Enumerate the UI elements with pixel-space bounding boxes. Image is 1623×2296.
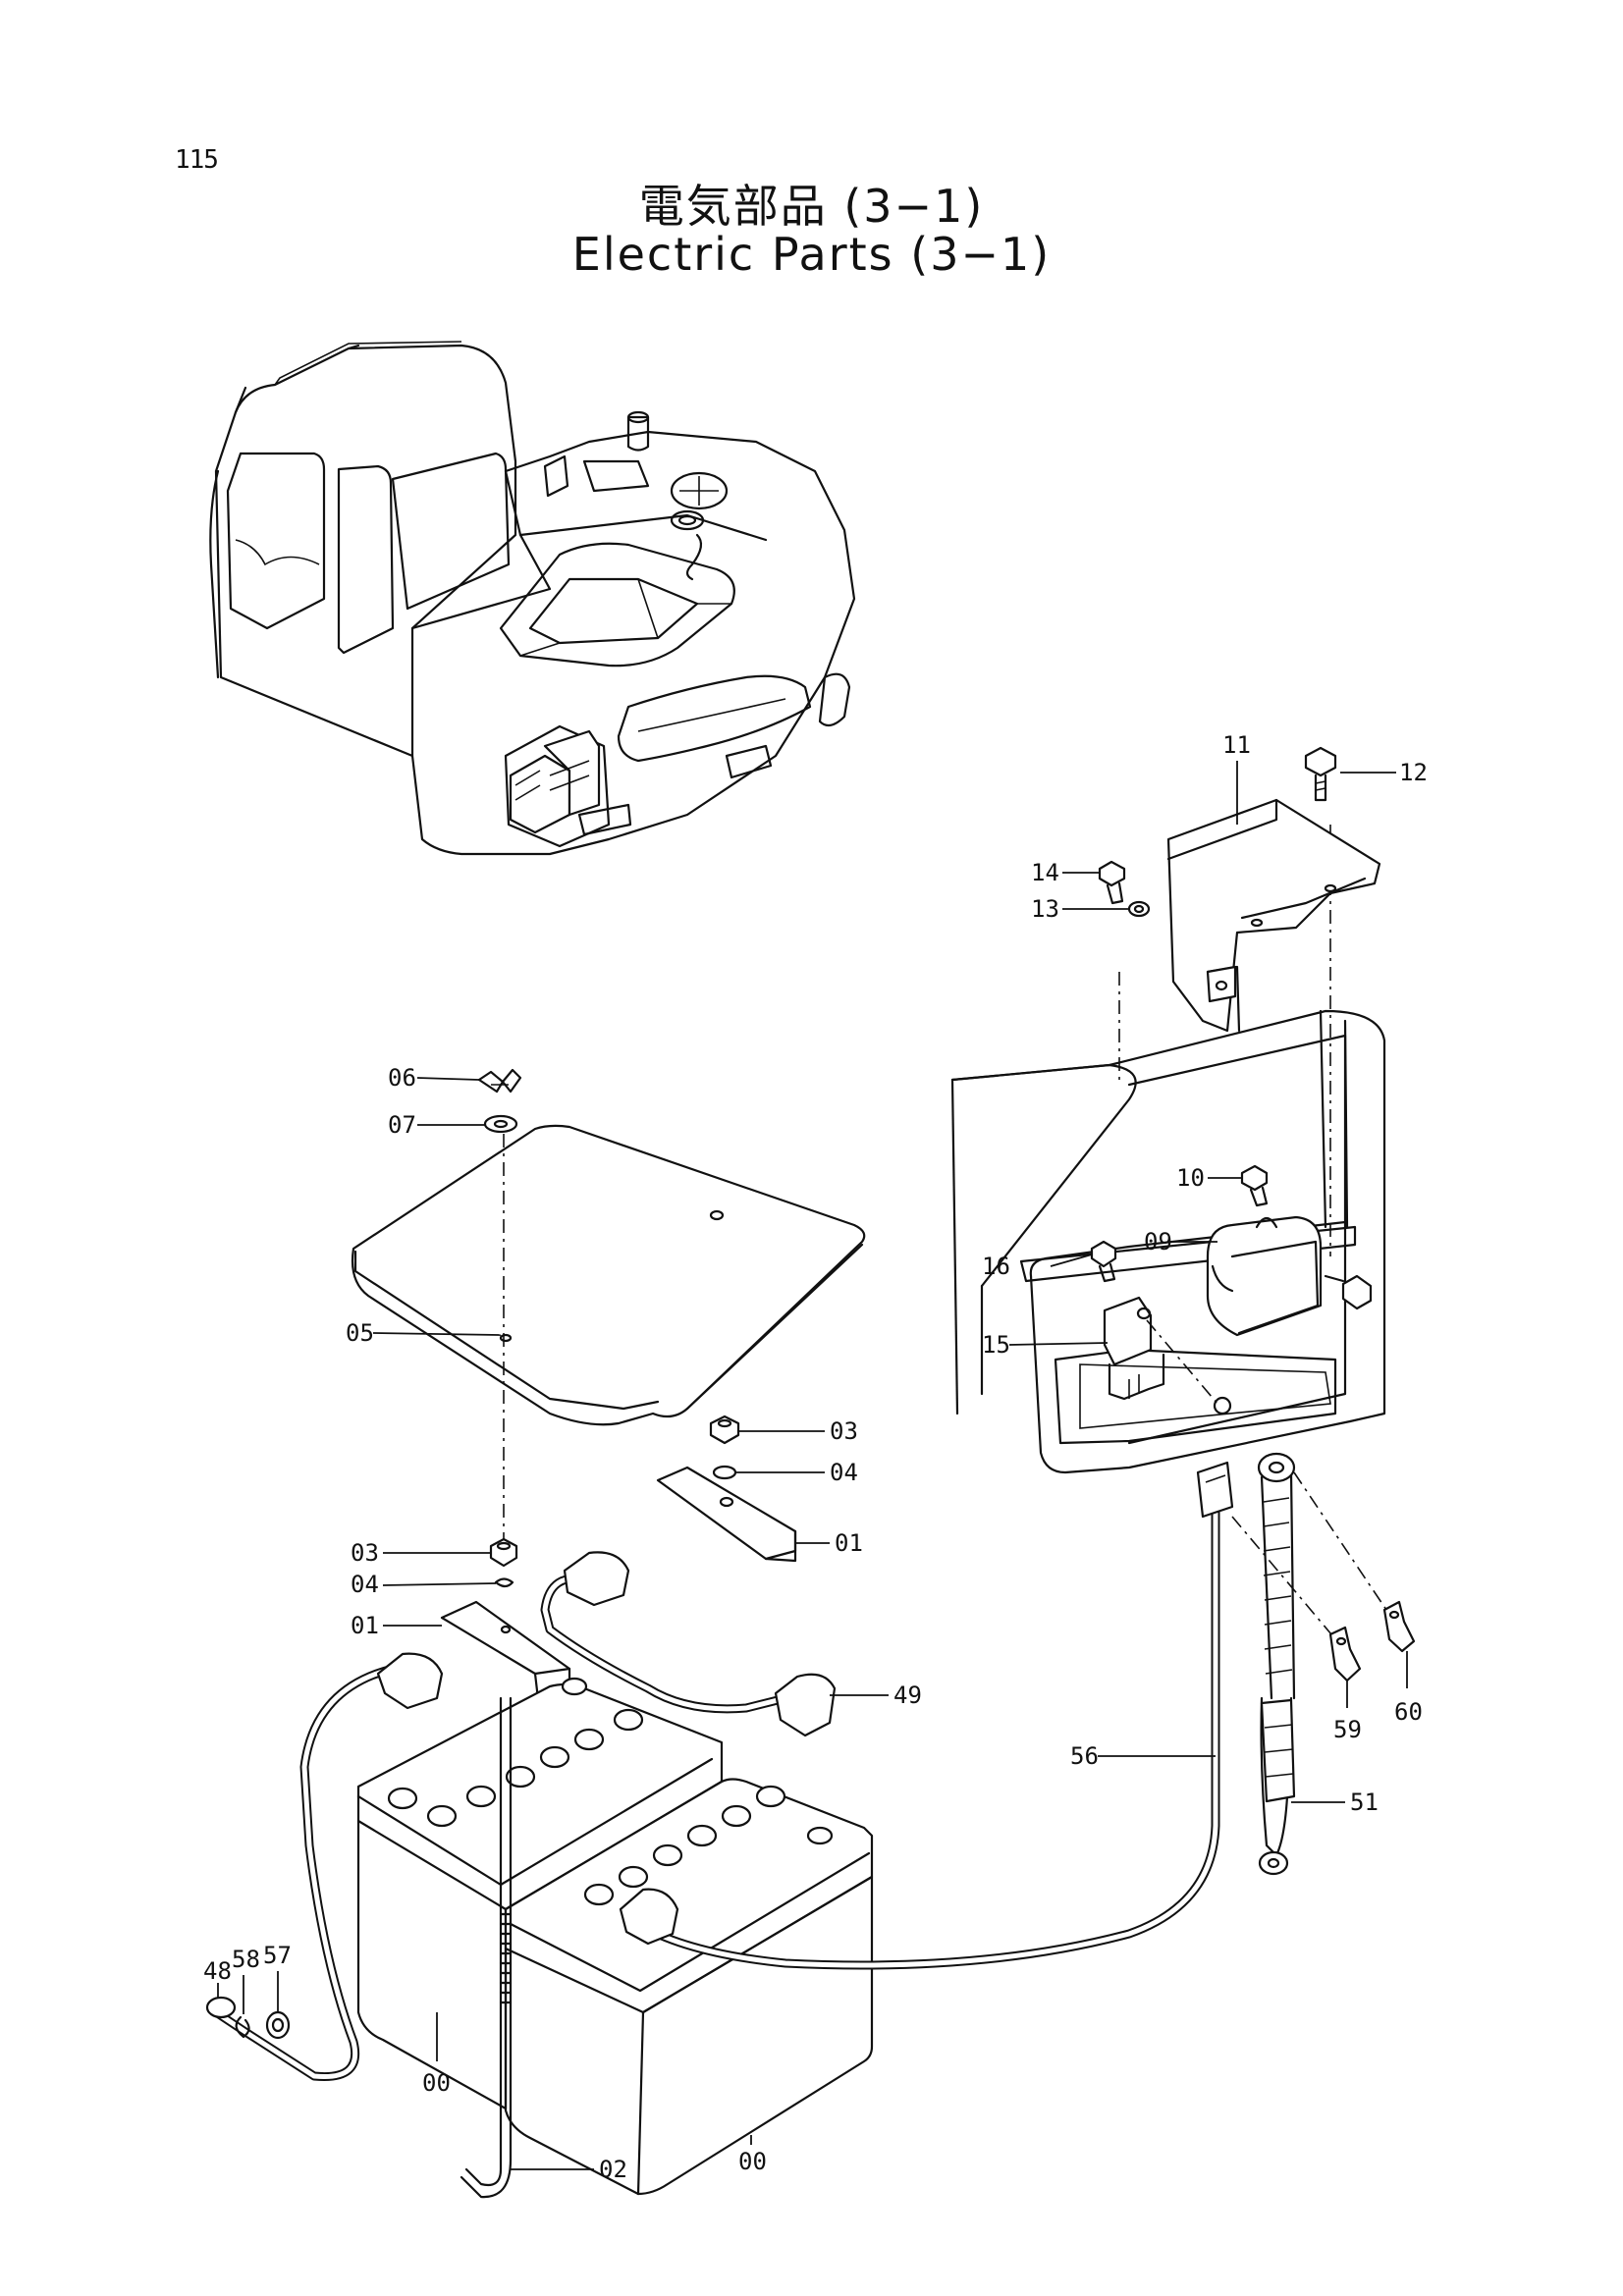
callout-12-bolt: 12 — [1399, 759, 1428, 786]
wing-nut-06 — [477, 1068, 522, 1094]
page-title-japanese: 電気部品 (3−1) — [638, 180, 985, 233]
callout-00-right-battery: 00 — [738, 2148, 767, 2175]
callout-03-nut-left: 03 — [351, 1539, 379, 1567]
battery-cable-49 — [540, 1551, 837, 1737]
callout-11-bracket: 11 — [1222, 731, 1251, 759]
battery-right-caps — [583, 1785, 834, 1906]
callout-10-bolt: 10 — [1176, 1164, 1205, 1192]
nut-03-washer-04-left — [489, 1537, 518, 1588]
cable-terminal-59 — [1231, 1516, 1362, 1682]
hold-down-rod-02 — [460, 1696, 513, 2199]
callout-06-wing-nut: 06 — [388, 1064, 416, 1092]
relay-15-with-bolt-16 — [1090, 1240, 1232, 1415]
bolt-14-washer-13 — [1098, 860, 1151, 918]
callout-01-right-bracket: 01 — [835, 1529, 863, 1557]
callout-labels: 00 00 01 01 02 03 03 04 04 05 06 07 09 1… — [203, 731, 1428, 2183]
callout-59-terminal: 59 — [1333, 1716, 1362, 1743]
callout-05-cover: 05 — [346, 1319, 374, 1347]
callout-09-relay: 09 — [1144, 1228, 1172, 1255]
callout-60-terminal: 60 — [1394, 1698, 1423, 1726]
page-title-english: Electric Parts (3−1) — [571, 228, 1052, 281]
callout-01-left-bracket: 01 — [351, 1612, 379, 1639]
relay-09 — [1206, 1215, 1373, 1337]
nut-57 — [265, 2010, 291, 2040]
battery-right-00 — [504, 1778, 874, 2196]
callout-04-washer-left: 04 — [351, 1571, 379, 1598]
lock-washer-58 — [235, 2015, 250, 2039]
callout-49-cable: 49 — [893, 1682, 922, 1709]
callout-04-washer-right: 04 — [830, 1459, 858, 1486]
callout-00-left-battery: 00 — [422, 2069, 451, 2097]
battery-cable-48 — [205, 1652, 444, 2082]
ground-cable-51 — [1257, 1452, 1296, 1876]
relay-cover-bracket — [1166, 798, 1381, 1033]
leader-lines — [217, 761, 1408, 2170]
callout-57-nut: 57 — [263, 1942, 292, 1969]
callout-58-lock-washer: 58 — [232, 1946, 260, 1973]
callout-56-cable: 56 — [1070, 1742, 1099, 1770]
washer-07 — [483, 1114, 518, 1134]
bolt-12 — [1304, 746, 1337, 802]
callout-03-nut-right: 03 — [830, 1417, 858, 1445]
callout-14-bolt: 14 — [1031, 859, 1059, 886]
battery-box-frame — [950, 825, 1386, 1474]
nut-03-washer-04-right — [709, 1415, 740, 1480]
bolt-10 — [1240, 1164, 1269, 1207]
battery-left-caps — [387, 1677, 644, 1828]
hold-down-bracket-01-right — [656, 1466, 797, 1563]
callout-07-washer: 07 — [388, 1111, 416, 1139]
callout-51-ground-cable: 51 — [1350, 1789, 1379, 1816]
callout-02-rod: 02 — [599, 2156, 627, 2183]
cable-terminal-60 — [1293, 1471, 1416, 1653]
callout-16-bolt: 16 — [982, 1253, 1010, 1280]
battery-cable-56 — [619, 1461, 1234, 1970]
callout-48-cable: 48 — [203, 1957, 232, 1985]
battery-cover-plate — [351, 1124, 866, 1426]
page-number: 115 — [175, 145, 219, 175]
callout-13-washer: 13 — [1031, 895, 1059, 923]
callout-15-relay: 15 — [982, 1331, 1010, 1359]
excavator-overview-illustration — [209, 341, 856, 856]
